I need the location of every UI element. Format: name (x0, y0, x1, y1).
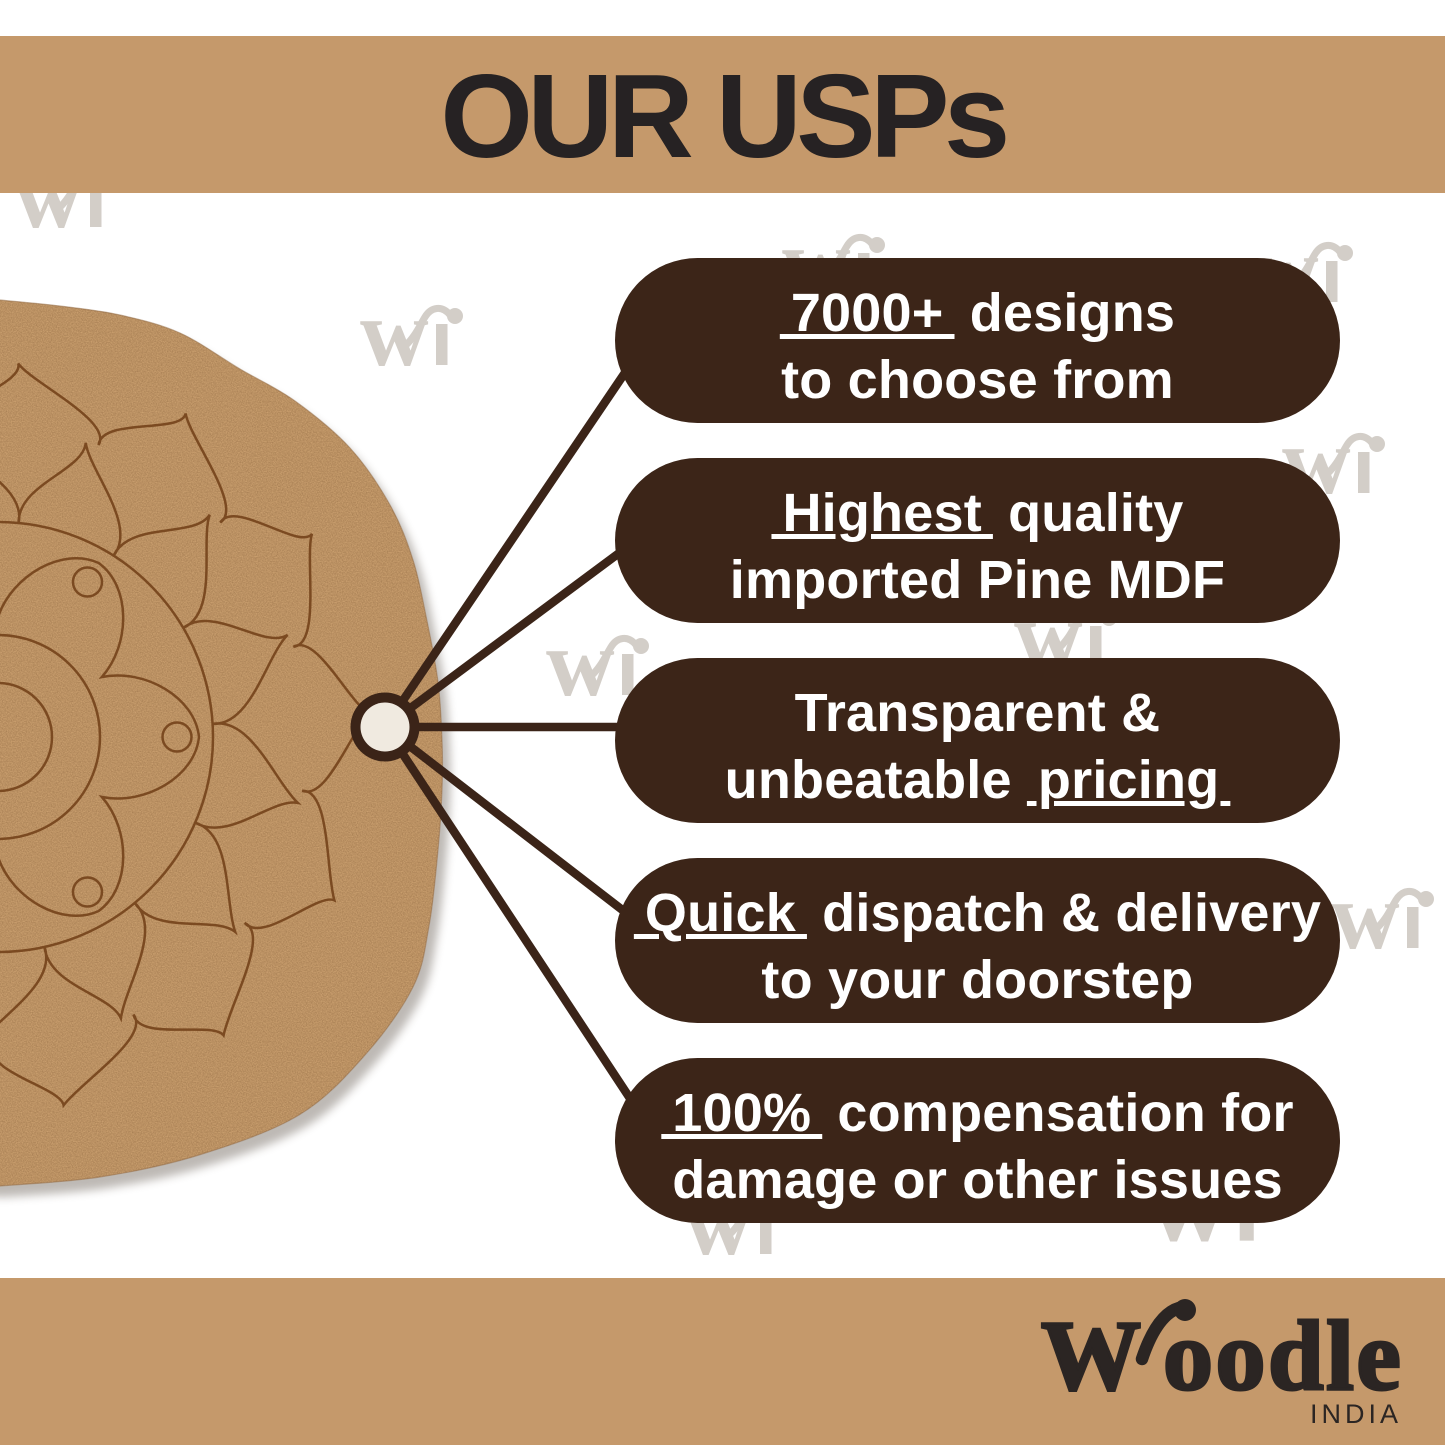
svg-text:w: w (546, 633, 615, 716)
svg-text:w: w (1331, 886, 1400, 969)
svg-text:w: w (360, 303, 429, 386)
